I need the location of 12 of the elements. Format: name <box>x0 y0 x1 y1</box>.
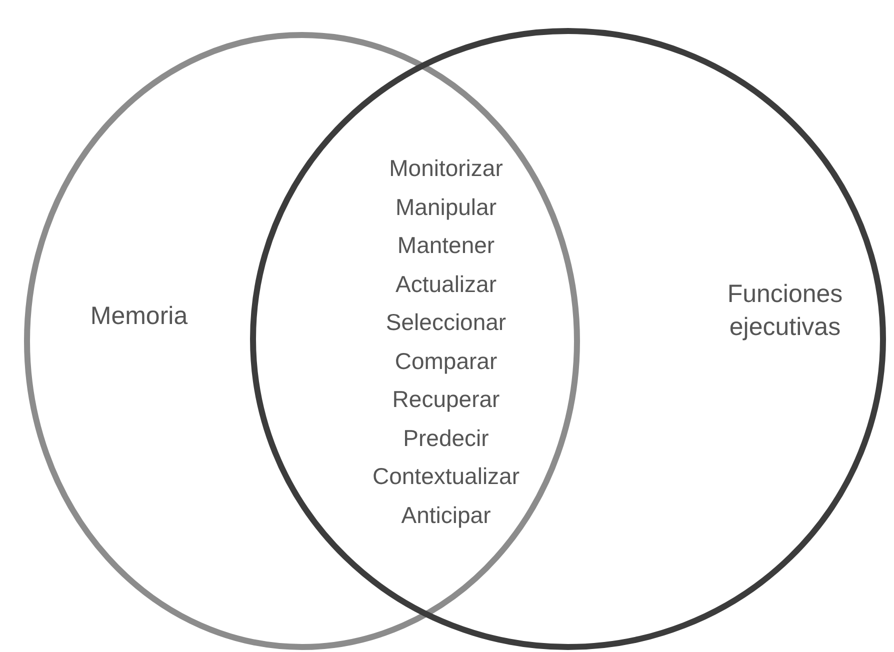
overlap-term: Recuperar <box>392 386 500 413</box>
overlap-term: Comparar <box>394 348 498 374</box>
overlap-term: Actualizar <box>396 270 496 298</box>
overlap-term: Contextualizar <box>372 463 520 490</box>
overlap-term: Manipular <box>396 194 496 220</box>
overlap-term: Monitorizar <box>389 155 503 182</box>
circle-label: Memoria <box>89 301 189 332</box>
overlap-term: Anticipar <box>401 502 491 528</box>
circle-label: Funciones ejecutivas <box>726 279 844 342</box>
overlap-term: Seleccionar <box>386 309 506 336</box>
overlap-term: Mantener <box>397 232 495 259</box>
overlap-term: Predecir <box>403 424 489 452</box>
